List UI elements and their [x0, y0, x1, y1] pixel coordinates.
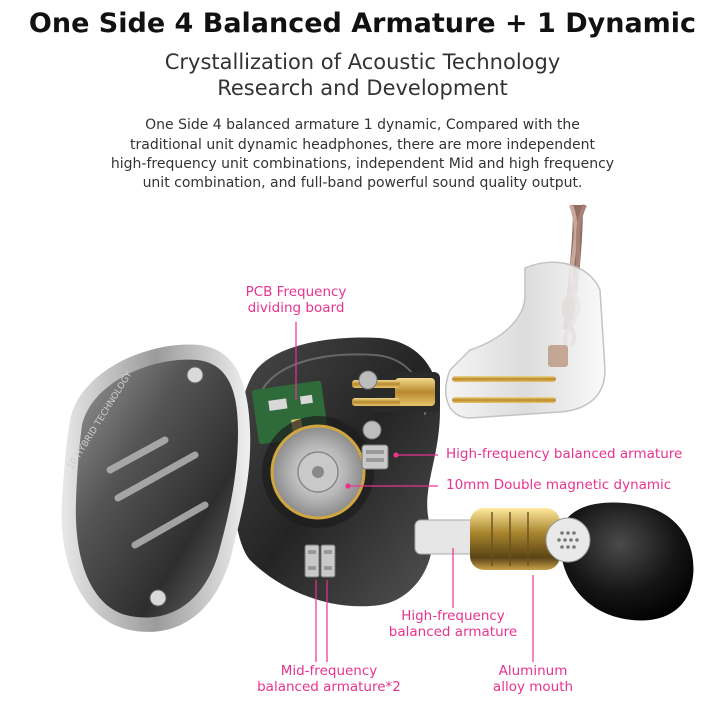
- callout-aluminum-line-2: alloy mouth: [492, 679, 574, 695]
- callout-mid-armature: Mid-frequency balanced armature*2: [244, 663, 414, 695]
- description-line-2: traditional unit dynamic headphones, the…: [130, 137, 595, 153]
- subtitle-line-2: Research and Development: [217, 76, 508, 100]
- ear-tip: [545, 502, 694, 621]
- callout-pcb: PCB Frequency dividing board: [236, 284, 356, 316]
- subtitle-line-1: Crystallization of Acoustic Technology: [164, 50, 561, 74]
- callout-mid-line-2: balanced armature*2: [257, 679, 401, 695]
- nozzle: [414, 508, 560, 570]
- dynamic-driver: [262, 416, 374, 528]
- callout-hf-armature-bottom: High-frequency balanced armature: [378, 608, 528, 640]
- callout-hf-armature-right: High-frequency balanced armature: [446, 446, 683, 462]
- hf-armature-right: [361, 444, 389, 470]
- callout-pcb-line-2: dividing board: [247, 300, 345, 316]
- page-title: One Side 4 Balanced Armature + 1 Dynamic: [28, 8, 697, 39]
- description-line-1: One Side 4 balanced armature 1 dynamic, …: [145, 117, 580, 133]
- callout-aluminum-line-1: Aluminum: [498, 663, 568, 679]
- callout-hf-bottom-line-2: balanced armature: [388, 624, 518, 640]
- callout-dynamic: 10mm Double magnetic dynamic: [446, 477, 672, 493]
- mid-armatures: [304, 544, 336, 578]
- description-line-3: high-frequency unit combinations, indepe…: [110, 156, 615, 172]
- description-line-4: unit combination, and full-band powerful…: [142, 175, 583, 191]
- callout-pcb-line-1: PCB Frequency: [245, 284, 347, 300]
- callout-aluminum: Aluminum alloy mouth: [478, 663, 588, 695]
- faceplate: 10 HYBRID TECHNOLOGY: [61, 344, 251, 632]
- cable-connector: [445, 261, 606, 419]
- callout-lines: [295, 322, 534, 662]
- callout-mid-line-1: Mid-frequency: [280, 663, 378, 679]
- callout-hf-bottom-line-1: High-frequency: [401, 608, 505, 624]
